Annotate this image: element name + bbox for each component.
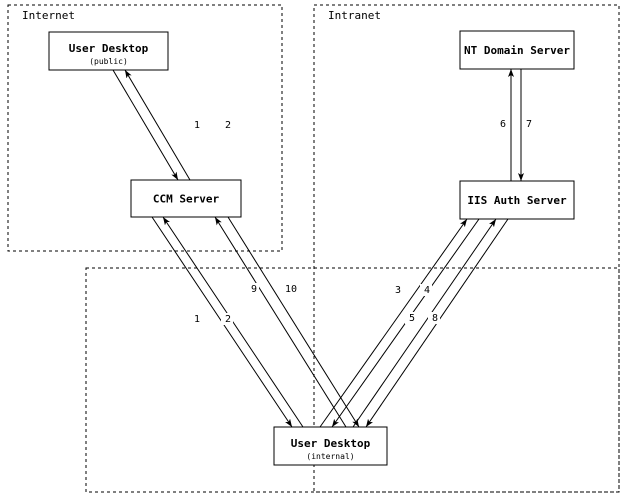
- flow-label-bg-flow-9: [247, 283, 259, 295]
- node-box-ccm-server: [130, 179, 242, 218]
- node-ccm-server[interactable]: CCM Server: [130, 179, 242, 218]
- flow-label-flow-1-public: 1: [194, 120, 200, 131]
- flow-line-flow-5: [352, 218, 497, 428]
- flow-label-bg-flow-3: [391, 284, 403, 296]
- zone-boundary-internal: [85, 267, 620, 493]
- flow-label-bg-flow-8: [428, 312, 440, 324]
- flow-label-flow-4: 4: [424, 285, 430, 296]
- zone-boundary-intranet: [313, 4, 620, 493]
- flow-label-flow-7: 7: [526, 119, 532, 130]
- node-box-user-desktop-public: [48, 31, 169, 71]
- flow-label-bg-flow-1-internal: [190, 313, 202, 325]
- zone-label-internet: Internet: [22, 9, 75, 22]
- flows-group: [112, 69, 524, 428]
- node-box-iis-auth-server: [459, 180, 575, 220]
- node-box-user-desktop-internal: [273, 426, 388, 466]
- flow-line-flow-3: [319, 218, 468, 428]
- flow-label-flow-2-internal: 2: [225, 314, 231, 325]
- flow-label-bg-flow-7: [522, 118, 534, 130]
- flow-line-flow-9: [214, 216, 347, 428]
- zones-group: Internet Intranet: [7, 4, 620, 493]
- node-title-user-desktop-public: User Desktop: [69, 42, 149, 55]
- node-user-desktop-public[interactable]: User Desktop (public): [48, 31, 169, 71]
- flow-label-flow-9: 9: [251, 284, 257, 295]
- node-iis-auth-server[interactable]: IIS Auth Server: [459, 180, 575, 220]
- zone-boundary-internet: [7, 4, 283, 252]
- flow-line-flow-10: [227, 216, 360, 428]
- flow-label-flow-10: 10: [285, 284, 297, 295]
- flow-label-flow-6: 6: [500, 119, 506, 130]
- flow-label-bg-flow-5: [405, 312, 417, 324]
- node-box-nt-domain-server: [459, 30, 575, 70]
- node-title-ccm-server: CCM Server: [153, 193, 220, 206]
- node-title-iis-auth-server: IIS Auth Server: [467, 194, 567, 207]
- node-user-desktop-internal[interactable]: User Desktop (internal): [273, 426, 388, 466]
- flow-label-flow-8: 8: [432, 313, 438, 324]
- flow-line-flow-2-public: [124, 69, 191, 181]
- node-subtitle-user-desktop-public: (public): [89, 57, 128, 66]
- flow-label-flow-2-public: 2: [225, 120, 231, 131]
- flow-label-bg-flow-1-public: [190, 119, 202, 131]
- flow-label-bg-flow-6: [496, 118, 508, 130]
- flow-label-bg-flow-2-internal: [221, 313, 233, 325]
- zone-label-intranet: Intranet: [328, 9, 381, 22]
- flow-label-bg-flow-10: [284, 283, 300, 295]
- node-subtitle-user-desktop-internal: (internal): [306, 452, 354, 461]
- flow-label-flow-1-internal: 1: [194, 314, 200, 325]
- node-title-nt-domain-server: NT Domain Server: [464, 44, 570, 57]
- node-title-user-desktop-internal: User Desktop: [291, 437, 371, 450]
- node-nt-domain-server[interactable]: NT Domain Server: [459, 30, 575, 70]
- flow-line-flow-1-public: [112, 69, 179, 181]
- nodes-group: User Desktop (public) CCM Server NT Domain …: [48, 30, 575, 466]
- flow-label-flow-3: 3: [395, 285, 401, 296]
- flow-labels-group: 1 2 6 7 1 2 9 10 3 4 5 8: [190, 118, 534, 325]
- flow-label-bg-flow-2-public: [221, 119, 233, 131]
- flow-label-bg-flow-4: [420, 284, 432, 296]
- flow-label-flow-5: 5: [409, 313, 415, 324]
